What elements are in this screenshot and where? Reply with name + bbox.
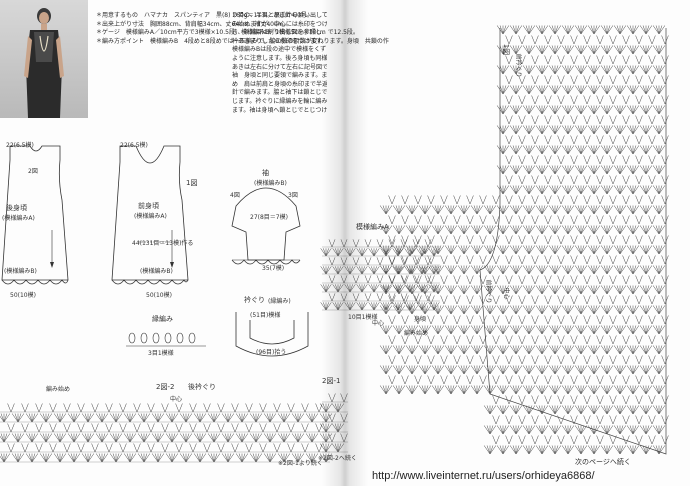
chart-middle-note: ※2図-2へ続く <box>318 455 357 462</box>
back-width-top: 22(6.5模) <box>6 142 34 149</box>
sleeve-title: 袖 <box>262 169 269 177</box>
neckline-subtitle: (縁編み) <box>268 298 291 305</box>
instruction-line: ように注意します。後ろ身頃も同様に <box>232 54 327 62</box>
chart-middle-pattern: 模様編みA <box>356 223 389 231</box>
neckline-outer: (96目)拾う <box>256 349 287 356</box>
back-pattern-a: (模様編みA) <box>2 215 35 222</box>
materials-block: ＊用意するもの ハマナカ スパンティア 黒(8) 260g＝11玉。かぎ針4/0… <box>96 12 389 46</box>
next-page-note: 次のページへ続く <box>575 458 631 466</box>
source-url: http://www.liveinternet.ru/users/orhidey… <box>372 470 595 482</box>
stitch-chart-middle <box>320 239 440 311</box>
neckline-inner: (51目)模様 <box>250 312 281 319</box>
instruction-line: 衿あきまりしたら糸印をつけます。 <box>232 37 327 45</box>
instruction-line: じます。衿ぐりに縁編みを輪に編み、 <box>232 97 327 105</box>
instruction-line: み始めますが、中心には糸印をつけて <box>232 20 327 28</box>
instruction-line: 袖 身頃と同じ要領で編みます。まと <box>232 72 327 80</box>
chart-middle-label4: 編み始め <box>404 330 429 337</box>
front-body-schematic <box>111 145 189 285</box>
chart-left-subtitle: 後衿ぐり <box>188 383 216 391</box>
sleeve-left-label: 4図 <box>230 192 240 199</box>
edging-title: 縁編み <box>152 315 173 323</box>
chart-left-center: 中心 <box>170 396 183 403</box>
front-side-label: 1図 <box>186 179 198 187</box>
model-figure-illustration <box>24 8 64 118</box>
instruction-line: あきは左右に分けて左右に記号図で。 <box>232 63 327 71</box>
front-chest: 44(131目＝13模)作る <box>132 240 194 247</box>
materials-line: ＊ゲージ 模様編みA／10cm平方で3模様×10.5段、模様編みB／1模様5cm… <box>96 29 359 37</box>
stitch-chart-middle-bottom <box>319 393 348 453</box>
instruction-line: ます。袖は身頃へ鎖とじでとじつけます。 <box>232 106 327 114</box>
materials-line: ＊編み方ポイント 模様編みB 4段めと8段めでは一玉編みで、脇の数の目数が変わり… <box>96 37 389 45</box>
instruction-line: 模様編みBは段の途中で模様をくずさ <box>232 46 327 54</box>
back-pattern-b: (模様編みB) <box>4 268 37 275</box>
chart-middle-label1: 10目1模様 <box>348 314 378 321</box>
back-side-label: 2図 <box>28 168 38 175</box>
instruction-line: り目の、半目と裏山から拾い出して <box>232 12 327 19</box>
instruction-line: き、各減目は割り出し図を参照し、 <box>232 29 327 37</box>
model-photo <box>0 0 88 118</box>
front-width-bottom: 50(10模) <box>146 292 172 299</box>
materials-line: ＊用意するもの ハマナカ スパンティア 黒(8) 260g＝11玉。かぎ針4/0… <box>96 12 313 19</box>
neckline-schematic <box>235 312 309 357</box>
materials-line: ＊出来上がり寸法 胸囲88cm、背肩幅34cm、丈64cm、袖丈40cm。 <box>96 20 290 28</box>
edging-chart <box>126 332 206 347</box>
sleeve-right-label: 3図 <box>288 192 298 199</box>
instruction-line: め 肩は前肩と身頃の糸印まで半返し <box>232 80 327 88</box>
chart-left-note: ※2図-1より続く <box>278 460 323 467</box>
instructions-column: り目の、半目と裏山から拾い出して み始めますが、中心には糸印をつけて き、各減目… <box>232 12 327 115</box>
sleeve-subtitle: (模様編みB) <box>254 180 287 187</box>
front-pattern-a: (模様編みA) <box>134 213 167 220</box>
chart-left-mark: 編み始め <box>46 386 71 393</box>
neckline-title: 衿ぐり <box>244 296 265 304</box>
sleeve-cuff: 27(8目＝7模) <box>250 214 288 221</box>
chart-left-title: 2図-2 <box>156 383 175 391</box>
back-body-schematic <box>1 145 69 285</box>
chart-middle-label2: 中心 <box>372 320 385 327</box>
sleeve-schematic <box>231 187 301 265</box>
chart-middle-title: 2図-1 <box>322 377 341 385</box>
back-title: 後身頃 <box>6 204 27 212</box>
back-width-bottom: 50(10模) <box>10 292 36 299</box>
front-width-top: 22(6.5模) <box>120 142 148 149</box>
stitch-chart-right <box>379 25 669 455</box>
page-gutter <box>322 0 368 486</box>
front-title: 前身頃 <box>138 202 159 210</box>
stitch-chart-left <box>0 403 333 463</box>
instruction-line: 針で編みます。脇と袖下は鎖とじでと <box>232 89 327 97</box>
edging-count: 3目1模様 <box>148 350 174 357</box>
sleeve-width: 35(7模) <box>262 265 285 272</box>
front-pattern-b: (模様編みB) <box>140 268 173 275</box>
